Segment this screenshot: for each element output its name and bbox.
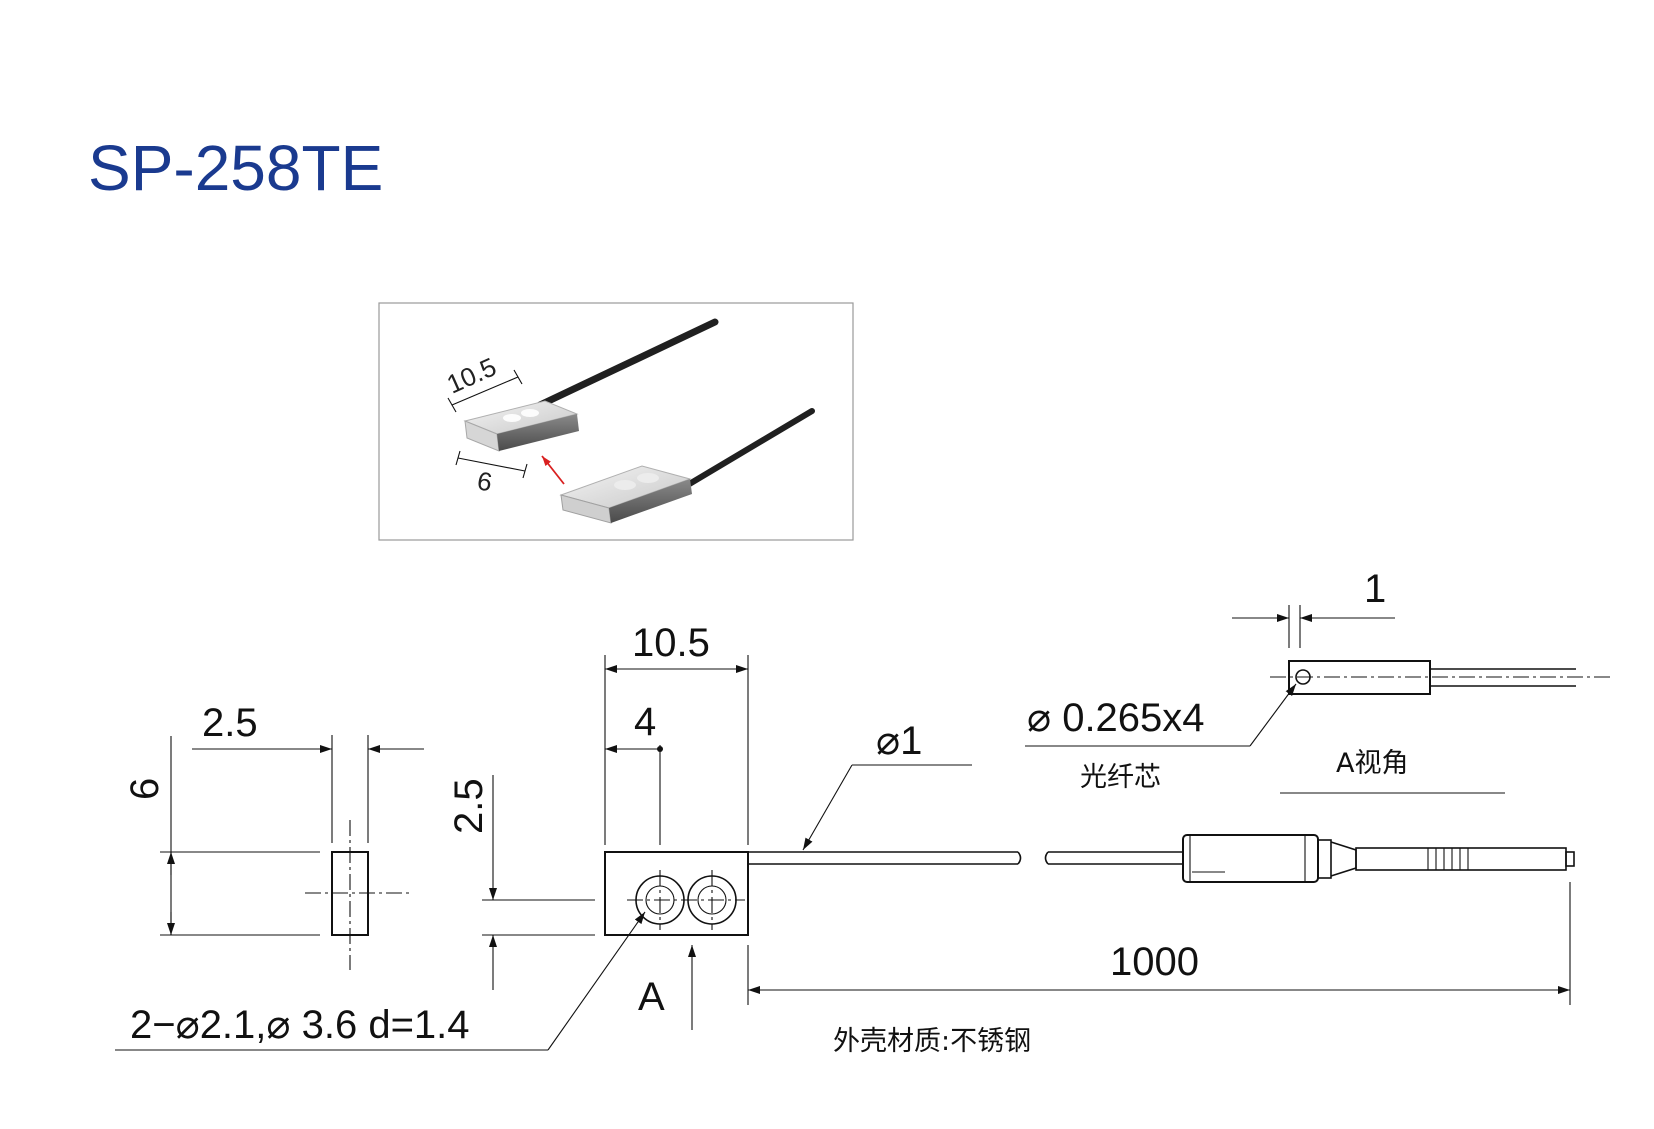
front-view-dim-hole-height-label: 2.5	[447, 778, 491, 834]
photo-sensor-head-lower	[559, 465, 692, 524]
hole-note-leader	[547, 911, 646, 1051]
fiber-core-icon	[1295, 669, 1311, 685]
photo-dim-tick	[447, 397, 457, 413]
cable-length-label: 1000	[1110, 940, 1199, 984]
side-view-dim-thickness-label: 2.5	[202, 701, 258, 745]
front-view-dim-offset-label: 4	[634, 700, 656, 744]
core-label: 光纤芯	[1080, 762, 1161, 793]
view-a-detail: 1 ⌀ 0.265x4 光纤芯 A视角	[1025, 567, 1610, 794]
hole-note-label: 2−⌀2.1,⌀ 3.6 d=1.4	[130, 1003, 470, 1047]
page-title: SP-258TE	[88, 132, 383, 204]
photo-dim-tick	[455, 450, 461, 466]
core-note-label: ⌀ 0.265x4	[1027, 696, 1205, 740]
photo-dim-width-label: 6	[475, 465, 494, 497]
cable-diameter-leader	[802, 764, 853, 851]
photo-dim-line-width	[457, 457, 526, 472]
cable: ⌀1 1000	[747, 719, 1575, 1005]
front-view: 10.5 4 2.5 2−⌀2.1,⌀ 3.6 d=1.4 A	[115, 621, 749, 1051]
view-a-dim-label: 1	[1364, 567, 1386, 611]
photo-red-arrow	[541, 455, 565, 485]
front-view-dim-length-label: 10.5	[632, 621, 710, 665]
cable-break-right	[1044, 851, 1049, 865]
photo-sensor-head-upper	[463, 400, 579, 452]
cable-diameter-label: ⌀1	[876, 719, 922, 763]
product-photo: 10.5 6	[378, 302, 854, 541]
view-a-label: A视角	[1336, 748, 1408, 779]
photo-cable-upper	[536, 318, 719, 409]
cable-break-left	[1017, 851, 1022, 865]
cable-connector	[1182, 834, 1575, 883]
front-view-body	[604, 851, 749, 936]
photo-dim-line-length	[451, 376, 519, 406]
front-view-dim-offset-dot	[657, 746, 663, 752]
material-note: 外壳材质:不锈钢	[833, 1026, 1031, 1057]
side-view-dim-height-label: 6	[123, 778, 167, 800]
core-note-leader	[1249, 683, 1297, 747]
photo-dim-tick	[522, 463, 528, 479]
view-a-marker: A	[638, 975, 665, 1019]
photo-dim-tick	[513, 369, 523, 385]
photo-cable-lower	[683, 408, 815, 489]
view-a-body	[1288, 660, 1431, 695]
side-view: 6 2.5	[123, 701, 424, 970]
